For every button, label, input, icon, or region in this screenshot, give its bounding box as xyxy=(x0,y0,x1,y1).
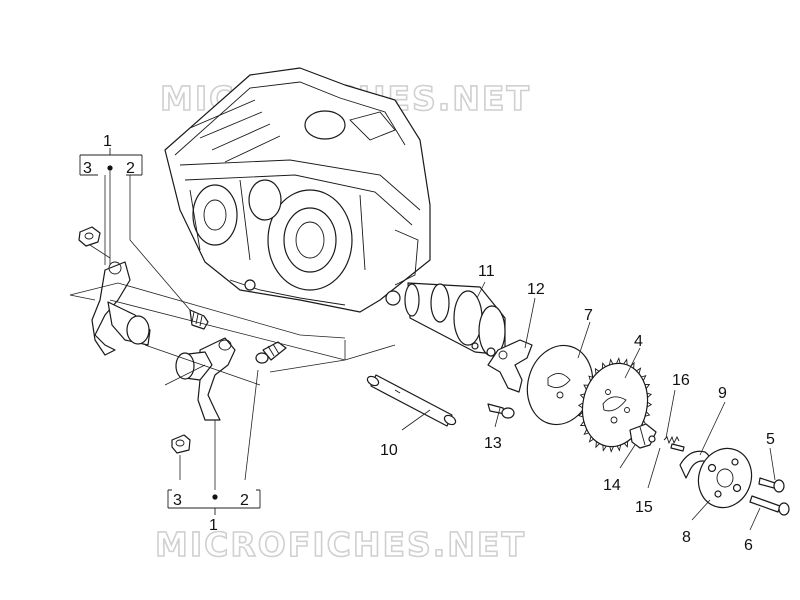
callout-6: 6 xyxy=(744,537,753,554)
decompressor-weight xyxy=(629,423,657,449)
callout-1-top: 1 xyxy=(103,133,112,150)
camshaft xyxy=(404,282,506,357)
callout-11: 11 xyxy=(478,263,495,280)
callout-3-bottom: 3 xyxy=(173,492,182,509)
callout-8: 8 xyxy=(682,529,691,546)
callout-9: 9 xyxy=(718,385,727,402)
callout-5: 5 xyxy=(766,431,775,448)
callout-15: 15 xyxy=(635,499,653,516)
rocker-shaft xyxy=(366,374,457,427)
callout-1-bottom: 1 xyxy=(209,517,218,534)
decompressor-spring xyxy=(663,435,680,445)
cover-bolt-short xyxy=(758,477,785,493)
group-bracket-bottom xyxy=(167,489,261,515)
callout-10: 10 xyxy=(380,442,398,459)
group-bracket-top xyxy=(79,148,143,265)
cylinder-head xyxy=(164,67,431,313)
callout-12: 12 xyxy=(527,281,545,298)
adjuster-screw-upper xyxy=(189,309,209,330)
callout-16: 16 xyxy=(672,372,690,389)
rocker-arm-upper xyxy=(91,261,151,356)
watermark-bottom: MICROFICHES.NET xyxy=(155,525,526,564)
rocker-arm-lower xyxy=(175,337,236,421)
callout-4: 4 xyxy=(634,333,643,350)
callout-2-bottom: 2 xyxy=(240,492,249,509)
callout-3-top: 3 xyxy=(83,160,92,177)
callout-7: 7 xyxy=(584,307,593,324)
cover-bolt-long xyxy=(749,495,790,516)
callout-2-top: 2 xyxy=(126,160,135,177)
adjuster-nut-lower xyxy=(171,434,191,454)
adjuster-screw-lower xyxy=(255,341,287,364)
adjuster-nut-upper xyxy=(78,226,101,247)
thrust-plate xyxy=(487,339,533,393)
callout-14: 14 xyxy=(603,477,621,494)
callout-13: 13 xyxy=(484,435,502,452)
spring-pin xyxy=(670,443,685,452)
thrust-plate-bolt xyxy=(487,403,515,419)
sprocket-cover xyxy=(697,447,753,509)
